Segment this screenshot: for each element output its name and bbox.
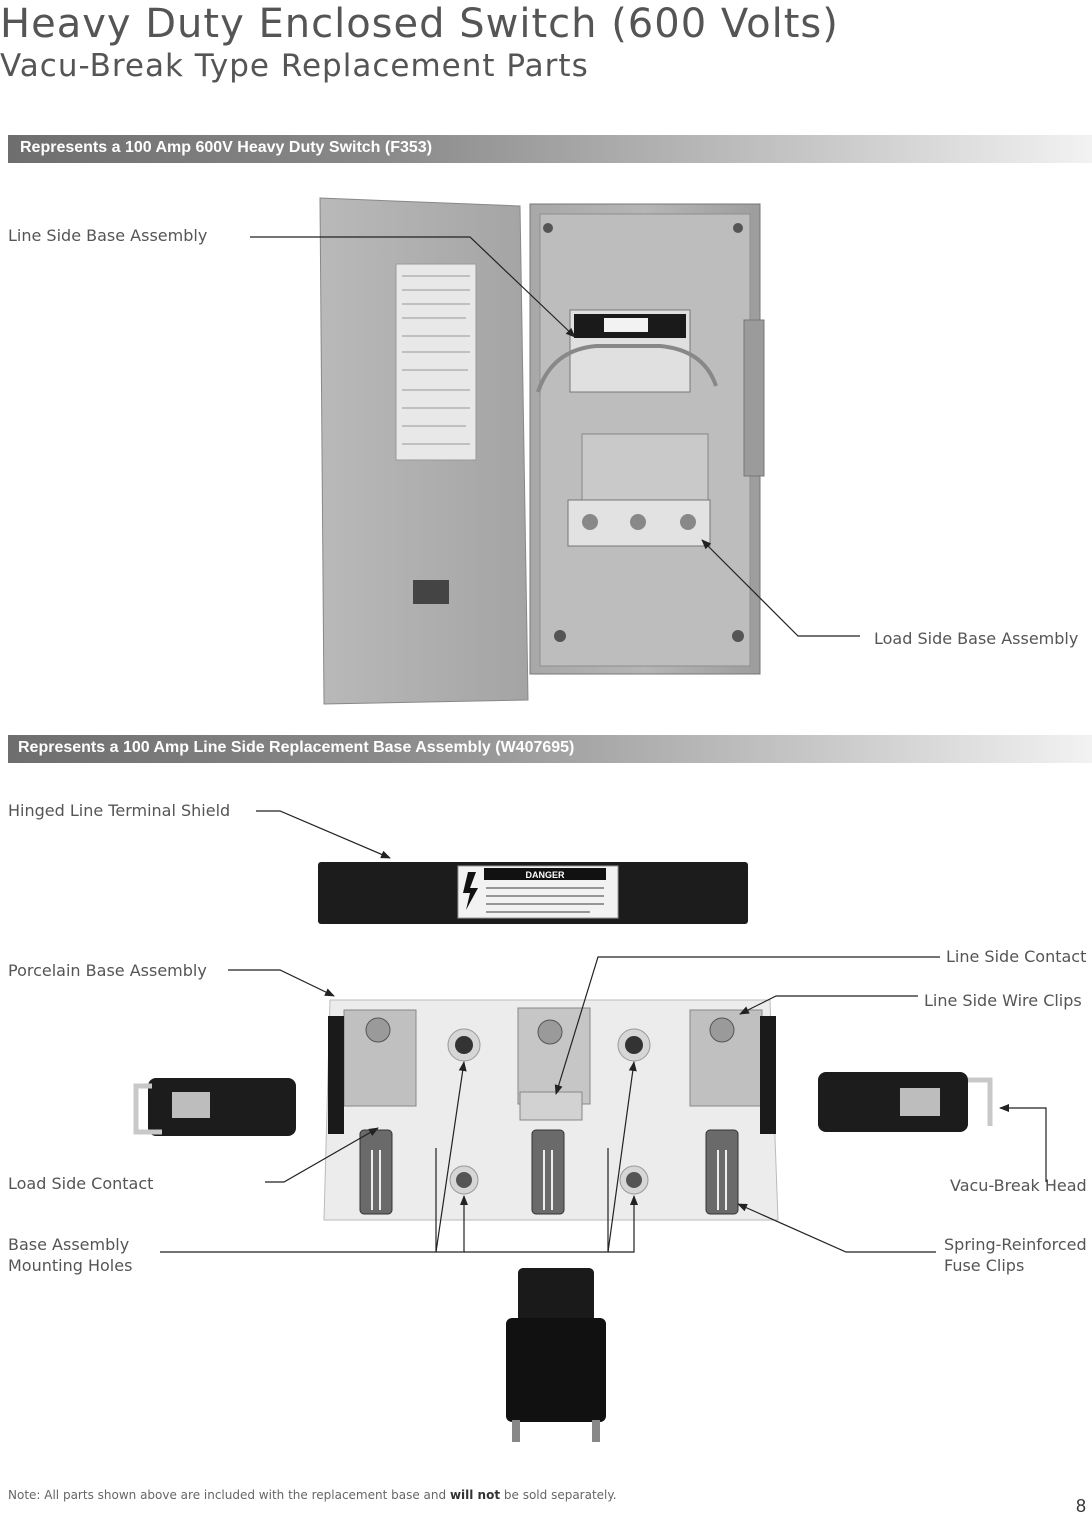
label-fuse-clips-line1: Spring-Reinforced xyxy=(944,1235,1087,1254)
footer-note-suffix: be sold separately. xyxy=(500,1488,617,1502)
label-base-assembly-mounting-holes: Base Assembly Mounting Holes xyxy=(8,1234,132,1276)
page-title: Heavy Duty Enclosed Switch (600 Volts) xyxy=(0,1,839,47)
callout-lines-switch xyxy=(250,236,860,637)
page-number: 8 xyxy=(1075,1496,1086,1516)
section-banner-switch: Represents a 100 Amp 600V Heavy Duty Swi… xyxy=(8,135,1092,163)
danger-sign-text: DANGER xyxy=(525,870,565,880)
label-mounting-holes-line1: Base Assembly xyxy=(8,1235,130,1254)
label-vacu-break-head: Vacu-Break Head xyxy=(950,1176,1087,1195)
vacu-break-head-bottom-image xyxy=(506,1268,606,1442)
label-line-side-base-assembly: Line Side Base Assembly xyxy=(8,226,208,245)
vacu-break-head-right-image xyxy=(818,1072,993,1132)
label-load-side-base-assembly: Load Side Base Assembly xyxy=(874,629,1079,648)
vacu-break-head-left-image xyxy=(133,1078,296,1136)
label-spring-reinforced-fuse-clips: Spring-Reinforced Fuse Clips xyxy=(944,1234,1087,1276)
footer-note: Note: All parts shown above are included… xyxy=(8,1488,617,1502)
door-label-sticker xyxy=(395,263,477,461)
label-porcelain-base-assembly: Porcelain Base Assembly xyxy=(8,961,207,980)
label-hinged-line-terminal-shield: Hinged Line Terminal Shield xyxy=(8,801,231,820)
label-line-side-wire-clips: Line Side Wire Clips xyxy=(924,991,1082,1010)
label-fuse-clips-line2: Fuse Clips xyxy=(944,1256,1025,1275)
label-load-side-contact: Load Side Contact xyxy=(8,1174,154,1193)
footer-note-prefix: Note: All parts shown above are included… xyxy=(8,1488,450,1502)
label-line-side-contact: Line Side Contact xyxy=(946,947,1087,966)
page-subtitle: Vacu-Break Type Replacement Parts xyxy=(0,48,589,84)
label-mounting-holes-line2: Mounting Holes xyxy=(8,1256,133,1275)
section-banner-base-assembly: Represents a 100 Amp Line Side Replaceme… xyxy=(8,735,1092,763)
door-latch xyxy=(413,580,449,604)
section-banner-base-assembly-text: Represents a 100 Amp Line Side Replaceme… xyxy=(18,739,575,756)
base-assembly-image: DANGER xyxy=(133,862,993,1442)
enclosed-switch-image xyxy=(319,197,765,705)
section-banner-switch-text: Represents a 100 Amp 600V Heavy Duty Swi… xyxy=(20,139,433,156)
callout-lines-base-assembly xyxy=(160,810,1047,1253)
footer-note-bold: will not xyxy=(449,1488,501,1502)
